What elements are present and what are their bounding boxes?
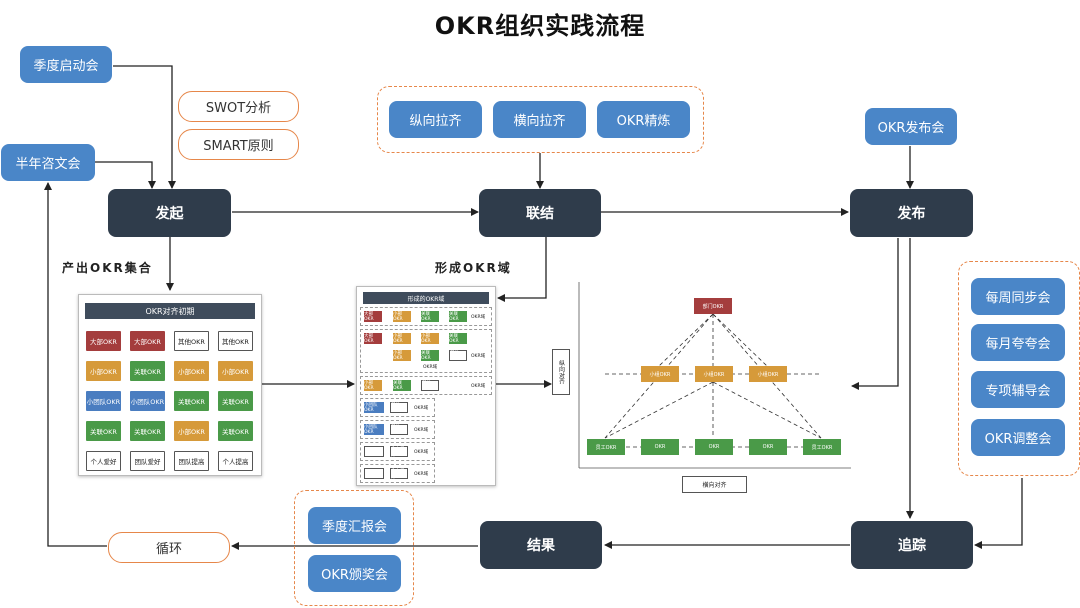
okr-initial-cell: 其他OKR — [218, 331, 253, 351]
domain-cell: 其他OKR — [449, 350, 467, 361]
okr-initial-cell: 大部OKR — [130, 331, 165, 351]
domain-label: OKR域 — [414, 471, 429, 477]
label-output-set: 产出OKR集合 — [62, 261, 153, 275]
pyramid-bottom-node: 员工OKR — [803, 439, 841, 455]
okr-initial-cell: 小部OKR — [218, 361, 253, 381]
diagram-title: OKR组织实践流程 — [434, 12, 646, 40]
domain-row-7 — [360, 464, 435, 483]
okr-initial-cell: 小部OKR — [174, 421, 209, 441]
pyramid-mid-node: 小组OKR — [695, 366, 733, 382]
domain-label: OKR域 — [414, 427, 429, 433]
domain-row-1 — [360, 307, 492, 326]
result-meetings-group — [294, 490, 414, 606]
stage-link: 联结 — [479, 189, 601, 237]
okr-initial-cell: 小部OKR — [86, 361, 121, 381]
domain-cell: 其他OKR — [390, 402, 408, 413]
okr-initial-cell: 关联OKR — [130, 361, 165, 381]
stage-result: 结果 — [480, 521, 602, 569]
domain-label: OKR域 — [423, 365, 438, 370]
domain-row-2 — [360, 329, 492, 373]
swot-analysis: SWOT分析 — [178, 91, 299, 122]
pyramid-bottom-node: 员工OKR — [587, 439, 625, 455]
domain-cell: 个人爱好 — [390, 446, 408, 458]
domain-cell: 小部OKR — [393, 311, 411, 322]
okr-initial-cell: 关联OKR — [218, 421, 253, 441]
stage-initiate: 发起 — [108, 189, 231, 237]
okr-initial-cell: 团队爱好 — [130, 451, 165, 471]
pyramid-mid-node: 小组OKR — [749, 366, 787, 382]
domain-cell: 大部OKR — [364, 311, 382, 322]
domain-row-6 — [360, 442, 435, 461]
smart-principle: SMART原则 — [178, 129, 299, 160]
domain-cell: 其他OKR — [390, 424, 408, 435]
domain-cell: 关联OKR — [421, 350, 439, 361]
link-steps-group — [377, 86, 704, 153]
domain-label: OKR域 — [471, 353, 486, 359]
domain-row-5 — [360, 420, 435, 439]
domain-cell: 其他OKR — [421, 380, 439, 391]
domain-cell: 小团队OKR — [364, 402, 384, 413]
label-form-domain: 形成OKR域 — [435, 261, 512, 275]
domain-label: OKR域 — [414, 449, 429, 455]
okr-release-meeting: OKR发布会 — [865, 108, 957, 145]
okr-initial-panel-header: OKR对齐初期 — [85, 303, 255, 319]
stage-cycle: 循环 — [108, 532, 230, 563]
okr-initial-cell: 团队提高 — [174, 451, 209, 471]
pyramid-bottom-node: OKR — [749, 439, 787, 455]
okr-domain-panel-header: 形成的OKR域 — [363, 292, 489, 304]
pyramid-top-node: 部门OKR — [694, 298, 732, 314]
link-step-vertical: 纵向拉齐 — [389, 101, 482, 138]
domain-label: OKR域 — [471, 314, 486, 320]
domain-cell: 关联OKR — [449, 311, 467, 322]
okr-initial-cell: 关联OKR — [130, 421, 165, 441]
domain-cell: 关联OKR — [393, 380, 411, 391]
half-year-meeting: 半年咨文会 — [1, 144, 95, 181]
domain-cell: 团队爱好 — [364, 468, 384, 479]
okr-initial-cell: 小部OKR — [174, 361, 209, 381]
domain-cell: 小部OKR — [393, 350, 411, 361]
domain-row-3 — [360, 376, 492, 395]
okr-initial-cell: 大部OKR — [86, 331, 121, 351]
horizontal-align-label: 横向对齐 — [682, 476, 747, 493]
domain-cell: 个人爱好 — [390, 468, 408, 480]
okr-initial-cell: 小团队OKR — [130, 391, 165, 411]
okr-initial-panel: OKR对齐初期 大部OKR 大部OKR 其他OKR 其他OKR 小部OKR 关联OKR 小部… — [78, 294, 262, 476]
domain-cell: 大部OKR — [364, 333, 382, 344]
special-coaching-meeting: 专项辅导会 — [971, 371, 1065, 408]
domain-cell: 关联OKR — [449, 333, 467, 344]
okr-initial-cell: 个人爱好 — [86, 451, 121, 471]
domain-cell: 小团队OKR — [364, 424, 384, 435]
vertical-align-label: 纵向对齐 — [552, 349, 570, 395]
okr-initial-cell: 个人提高 — [218, 451, 253, 471]
okr-initial-cell: 小团队OKR — [86, 391, 121, 411]
stage-track: 追踪 — [851, 521, 973, 569]
domain-label: OKR域 — [471, 383, 486, 389]
okr-adjust-meeting: OKR调整会 — [971, 419, 1065, 456]
domain-cell: 团队爱好 — [364, 446, 384, 457]
domain-row-4 — [360, 398, 435, 417]
okr-award-meeting: OKR颁奖会 — [308, 555, 401, 592]
pyramid-bottom-node: OKR — [641, 439, 679, 455]
weekly-sync-meeting: 每周同步会 — [971, 278, 1065, 315]
domain-label: OKR域 — [414, 405, 429, 411]
quarter-kickoff-meeting: 季度启动会 — [20, 46, 112, 83]
domain-cell: 小部OKR — [421, 333, 439, 344]
domain-cell: 小部OKR — [364, 380, 382, 391]
okr-domain-panel: 形成的OKR域 大部OKR 小部OKR 关联OKR 关联OKR OKR域 大部O… — [356, 286, 496, 486]
pyramid-bottom-node: OKR — [695, 439, 733, 455]
stage-publish: 发布 — [850, 189, 973, 237]
quarter-report-meeting: 季度汇报会 — [308, 507, 401, 544]
link-step-horizontal: 横向拉齐 — [493, 101, 586, 138]
domain-cell: 关联OKR — [421, 311, 439, 322]
pyramid-mid-node: 小组OKR — [641, 366, 679, 382]
okr-initial-cell: 其他OKR — [174, 331, 209, 351]
okr-initial-cell: 关联OKR — [218, 391, 253, 411]
okr-initial-cell: 关联OKR — [86, 421, 121, 441]
domain-cell: 小部OKR — [393, 333, 411, 344]
monthly-praise-meeting: 每月夸夸会 — [971, 324, 1065, 361]
okr-initial-cell: 关联OKR — [174, 391, 209, 411]
link-step-refine: OKR精炼 — [597, 101, 690, 138]
